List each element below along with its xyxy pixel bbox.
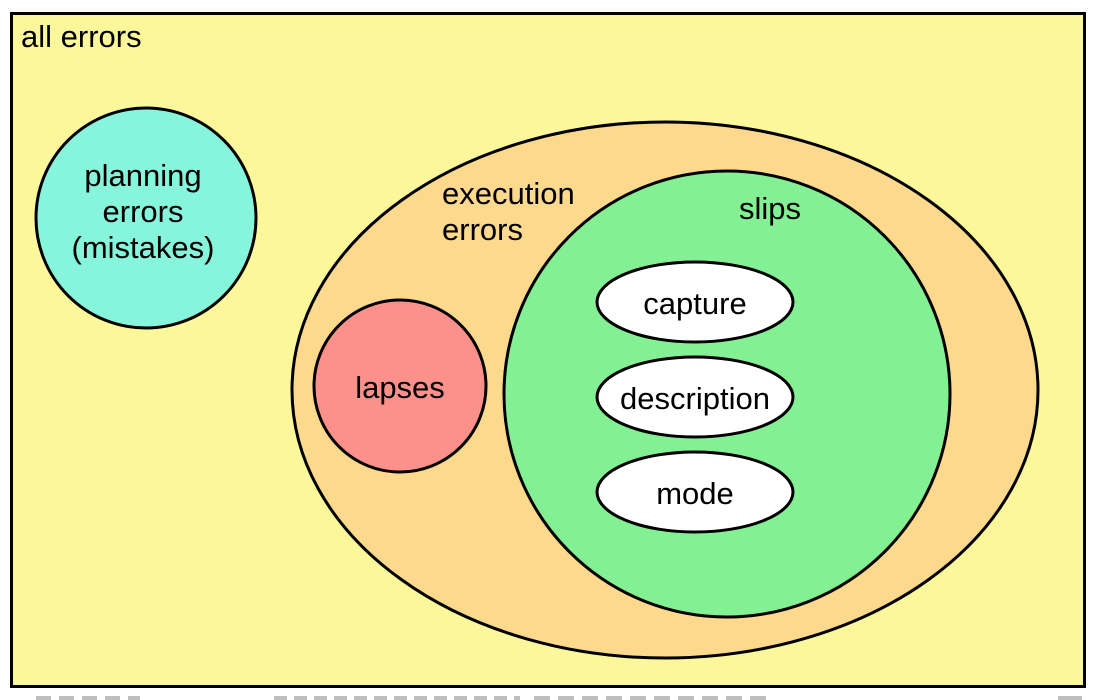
lapses-set xyxy=(312,298,488,474)
slips-label: slips xyxy=(739,191,801,226)
planning-errors-label-line1: planning xyxy=(84,158,201,193)
mode-label: mode xyxy=(656,476,734,511)
execution-errors-label-line1: execution xyxy=(442,176,575,211)
mode-set xyxy=(595,450,795,534)
planning-errors-set xyxy=(34,106,258,330)
description-label: description xyxy=(620,381,770,416)
execution-errors-label-line2: errors xyxy=(442,212,523,247)
planning-errors-label-line2: errors xyxy=(103,194,184,229)
all-errors-label: all errors xyxy=(21,19,142,54)
capture-set xyxy=(595,260,795,344)
description-set xyxy=(595,355,795,439)
capture-label: capture xyxy=(643,286,746,321)
planning-errors-label-line3: (mistakes) xyxy=(72,230,215,265)
lapses-label: lapses xyxy=(355,370,445,405)
